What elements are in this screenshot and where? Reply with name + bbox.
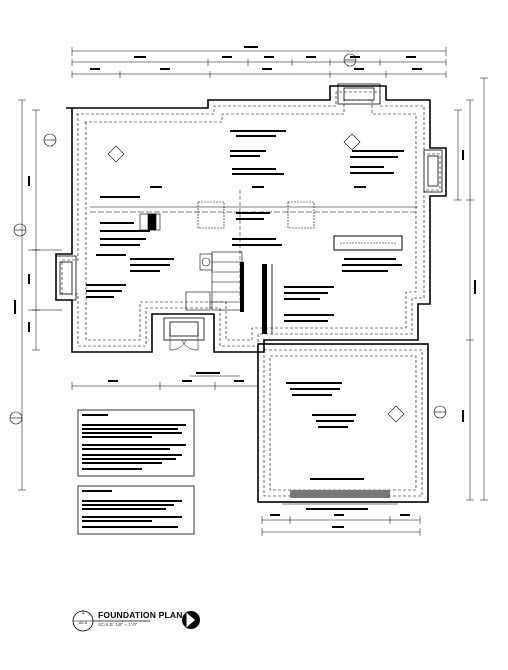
plan-annotations: [86, 130, 404, 510]
section-markers: [9, 53, 447, 425]
window-wells: [55, 83, 443, 341]
bearing-wall: [240, 262, 273, 334]
plan-title: FOUNDATION PLAN: [98, 610, 183, 620]
detail-bubble: 1 A2.0: [72, 608, 94, 630]
detail-bubble-icon: [72, 610, 150, 632]
entry-doors: [169, 330, 199, 351]
garage-apron: [282, 490, 398, 505]
north-arrow-icon: [182, 611, 200, 629]
dimension-labels: [14, 46, 476, 528]
right-dimension-strings: [454, 77, 488, 501]
stair-area: [139, 213, 403, 311]
general-notes-box: [77, 409, 195, 535]
plan-scale: SCALE: 1/8" = 1'-0": [98, 622, 138, 627]
detail-number: 1: [81, 610, 85, 616]
sheet-reference: A2.0: [78, 620, 88, 625]
left-dimension-strings: [18, 99, 62, 491]
top-dimension-strings: [71, 47, 447, 78]
pier-pads: [197, 201, 315, 229]
drawing-title-block: 1 A2.0 FOUNDATION PLAN SCALE: 1/8" = 1'-…: [72, 608, 212, 638]
